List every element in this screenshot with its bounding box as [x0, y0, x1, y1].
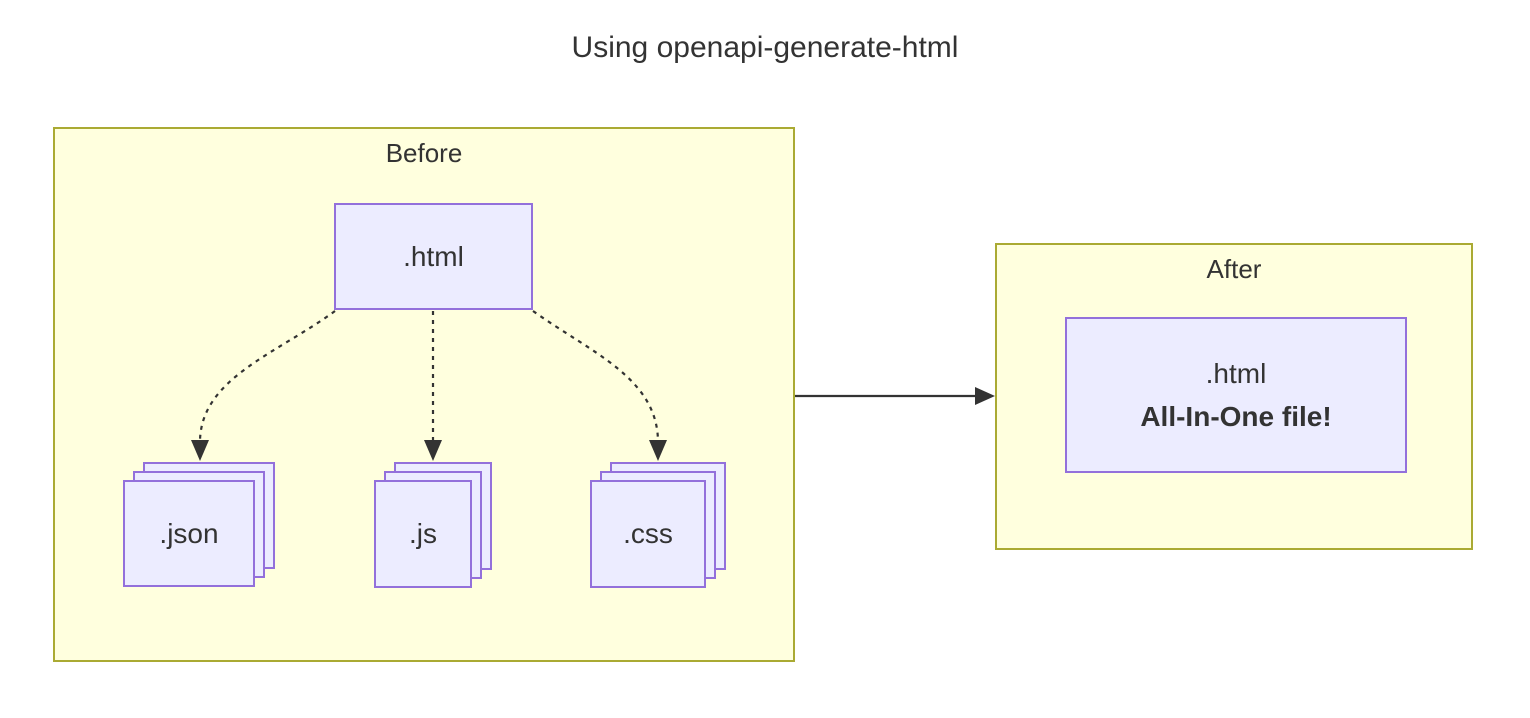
css-stack-front-sheet: .css	[590, 480, 706, 588]
node-all-in-one-line2: All-In-One file!	[1140, 401, 1332, 432]
node-html: .html	[334, 203, 533, 310]
diagram-title: Using openapi-generate-html	[571, 31, 959, 64]
js-stack-front-sheet: .js	[374, 480, 472, 588]
cluster-before-label: Before	[385, 138, 463, 168]
node-js-stack: .js	[374, 462, 492, 588]
node-json-label: .json	[159, 517, 219, 549]
node-all-in-one-line1: .html	[1205, 357, 1267, 389]
node-html-label: .html	[403, 240, 464, 272]
node-json-stack: .json	[123, 462, 275, 587]
json-stack-front-sheet: .json	[123, 480, 255, 587]
node-css-stack: .css	[590, 462, 726, 588]
node-js-label: .js	[409, 518, 437, 549]
node-all-in-one: .html All-In-One file!	[1065, 317, 1407, 473]
node-css-label: .css	[623, 518, 673, 549]
cluster-after-label: After	[1206, 254, 1262, 284]
arrowhead-after	[975, 387, 995, 405]
